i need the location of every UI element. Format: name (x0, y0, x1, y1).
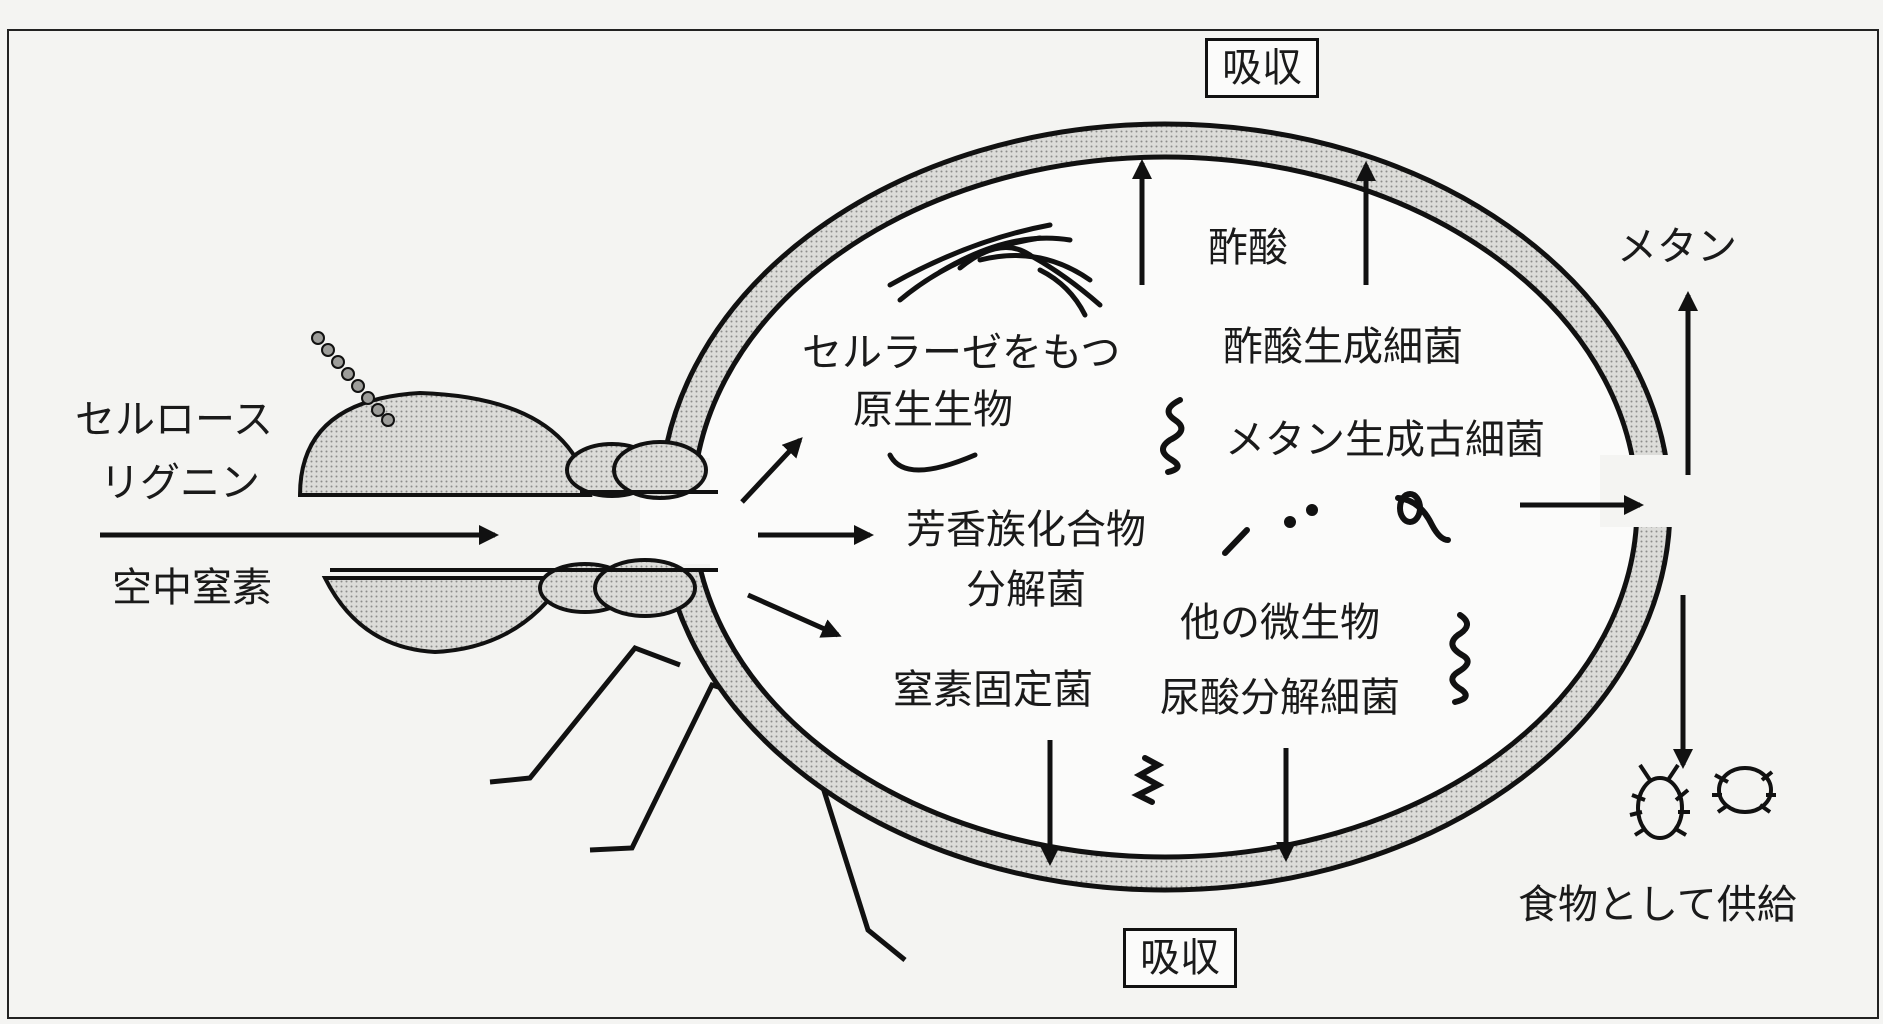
label-uric-acid: 尿酸分解細菌 (1160, 675, 1400, 721)
arrow-to-protists (740, 437, 803, 504)
gut-entrance (640, 492, 720, 564)
spore-bacterium-icon (1395, 495, 1451, 543)
label-methane: メタン (1617, 224, 1737, 270)
label-acetic-acid: 酢酸 (1208, 225, 1288, 271)
label-cellulose: セルロース (75, 397, 273, 443)
label-acetogen: 酢酸生成細菌 (1223, 324, 1463, 370)
spore-bacterium-head-icon (1397, 491, 1423, 525)
arrow-to-nitrogen-fixing (746, 592, 842, 638)
label-lignin: リグニン (100, 460, 260, 506)
termite-larva-icon-2 (1712, 766, 1776, 814)
rod-bacterium-icon (1222, 527, 1250, 556)
gut-wall (657, 121, 1673, 893)
label-aromatic-line1: 芳香族化合物 (906, 507, 1146, 553)
label-nitrogen-fixing: 窒素固定菌 (893, 667, 1093, 713)
label-cellulase-line1: セルラーゼをもつ (802, 330, 1121, 376)
spirochete-icon-2 (1449, 612, 1471, 705)
coccus-icon-1 (1284, 516, 1296, 528)
protist-icon (887, 222, 1103, 318)
spirochete-icon-3 (1131, 755, 1165, 805)
label-aromatic-line2: 分解菌 (966, 567, 1086, 613)
head-upper (297, 390, 718, 500)
label-air-nitrogen: 空中窒素 (112, 565, 272, 611)
head-lower (321, 558, 718, 655)
label-absorb-top: 吸収 (1205, 38, 1319, 98)
label-absorb-bottom: 吸収 (1123, 928, 1237, 988)
label-other-microbes: 他の微生物 (1180, 600, 1380, 646)
label-cellulase-line2: 原生生物 (853, 387, 1013, 433)
label-methanogen: メタン生成古細菌 (1225, 417, 1545, 463)
protist-small-icon (887, 452, 978, 473)
spirochete-icon-1 (1160, 397, 1185, 475)
figure-frame (7, 29, 1879, 1019)
cellulose-chain-icon (311, 331, 395, 427)
label-food-supply: 食物として供給 (1518, 882, 1797, 928)
coccus-icon-2 (1306, 504, 1318, 516)
termite-larva-icon-1 (1629, 763, 1690, 840)
